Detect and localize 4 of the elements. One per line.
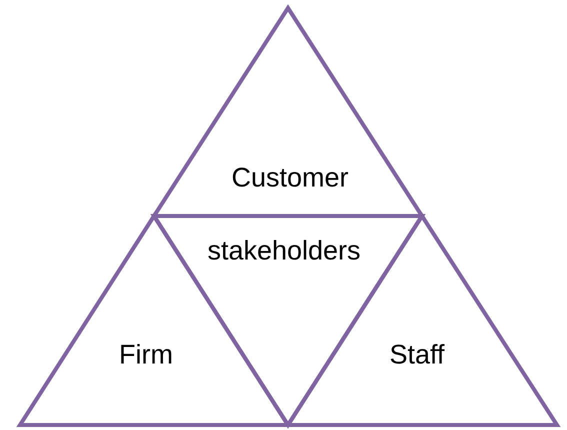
triangle-label: stakeholders — [207, 236, 361, 266]
triangle-label: Customer — [231, 162, 349, 194]
triangle-label: Staff — [389, 340, 445, 370]
triangle-label: Firm — [119, 340, 173, 370]
